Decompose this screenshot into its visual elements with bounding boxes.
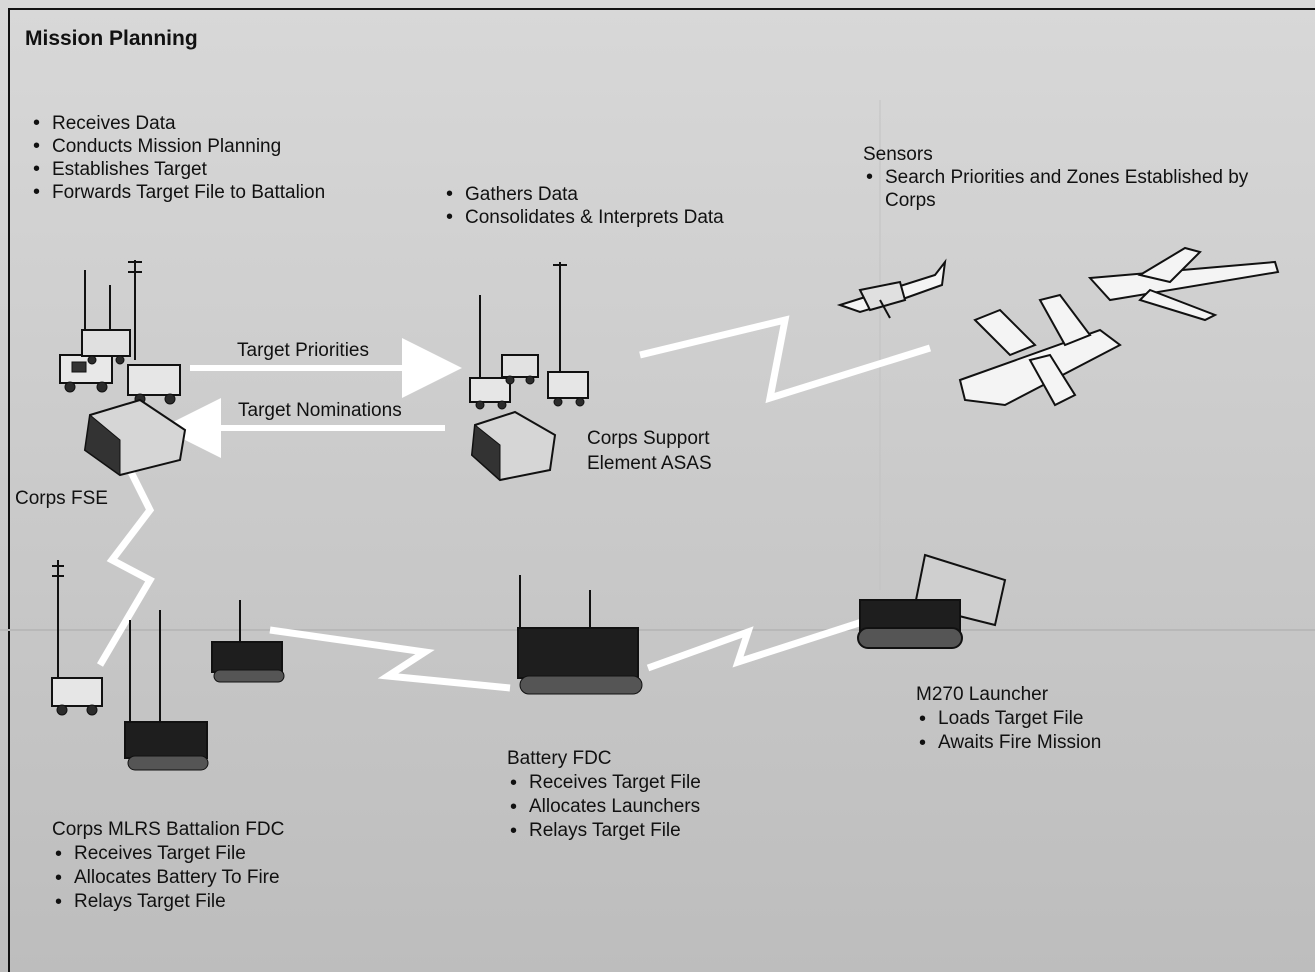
corps-fse-label: Corps FSE bbox=[15, 488, 108, 510]
list-item: Loads Target File bbox=[916, 707, 1101, 731]
list-item: Allocates Launchers bbox=[507, 795, 701, 819]
target-nominations-label: Target Nominations bbox=[238, 400, 402, 422]
mission-planning-list: Receives Data Conducts Mission Planning … bbox=[30, 112, 325, 204]
asas-label: Corps Support Element ASAS bbox=[587, 426, 712, 476]
list-item: Receives Target File bbox=[52, 842, 284, 866]
corps-fse-vehicles bbox=[60, 260, 185, 475]
sensor-aircraft bbox=[840, 248, 1278, 405]
list-item: Relays Target File bbox=[507, 819, 701, 843]
list-item: Relays Target File bbox=[52, 890, 284, 914]
battalion-fdc-block: Corps MLRS Battalion FDC Receives Target… bbox=[52, 818, 284, 914]
list-item: Forwards Target File to Battalion bbox=[30, 181, 325, 204]
sensors-heading: Sensors bbox=[863, 143, 1263, 166]
target-priorities-label: Target Priorities bbox=[237, 340, 369, 362]
battery-heading: Battery FDC bbox=[507, 747, 701, 771]
battery-launcher-link bbox=[648, 622, 862, 668]
list-item: Search Priorities and Zones Established … bbox=[863, 166, 1280, 212]
battery-fdc-block: Battery FDC Receives Target File Allocat… bbox=[507, 747, 701, 843]
battery-vehicle bbox=[518, 575, 642, 694]
asas-vehicles bbox=[470, 262, 588, 480]
battalion-battery-link bbox=[270, 630, 510, 688]
m270-block: M270 Launcher Loads Target File Awaits F… bbox=[916, 683, 1101, 755]
sensors-block: Sensors Search Priorities and Zones Esta… bbox=[863, 143, 1263, 212]
list-item: Allocates Battery To Fire bbox=[52, 866, 284, 890]
list-item: Conducts Mission Planning bbox=[30, 135, 325, 158]
asas-label-line: Element ASAS bbox=[587, 451, 712, 476]
asas-function-list: Gathers Data Consolidates & Interprets D… bbox=[443, 183, 724, 229]
list-item: Receives Target File bbox=[507, 771, 701, 795]
list-item: Receives Data bbox=[30, 112, 325, 135]
diagram-title: Mission Planning bbox=[25, 27, 198, 50]
battalion-vehicles bbox=[52, 560, 284, 770]
list-item: Consolidates & Interprets Data bbox=[443, 206, 724, 229]
list-item: Gathers Data bbox=[443, 183, 724, 206]
asas-sensor-link bbox=[640, 320, 930, 398]
m270-heading: M270 Launcher bbox=[916, 683, 1101, 707]
battalion-heading: Corps MLRS Battalion FDC bbox=[52, 818, 284, 842]
asas-label-line: Corps Support bbox=[587, 426, 712, 451]
list-item: Awaits Fire Mission bbox=[916, 731, 1101, 755]
list-item: Establishes Target bbox=[30, 158, 325, 181]
